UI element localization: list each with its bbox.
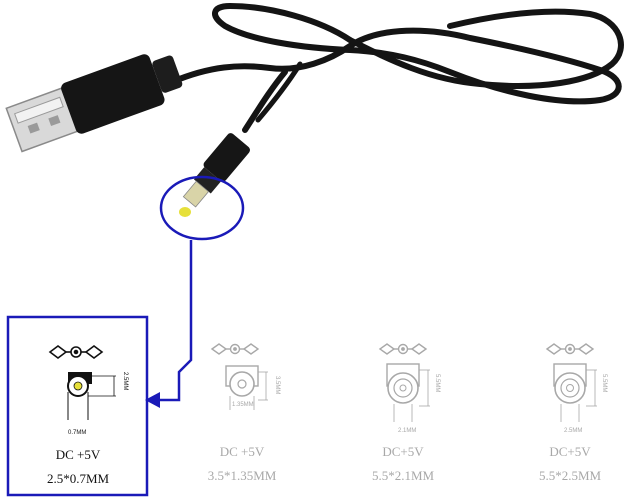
connector-diagram xyxy=(386,363,430,422)
panel-3-width-dim: 2.1MM xyxy=(398,428,417,434)
panel-2-width-dim: 1.35MM xyxy=(232,402,254,408)
panel-3-height-dim: 5.5MM xyxy=(434,374,440,393)
connector-diagram xyxy=(67,372,116,420)
panel-4-height-dim: 5.5MM xyxy=(601,374,607,393)
panel-3-dc-label: DC+5V xyxy=(382,444,424,459)
panel-1-size-label: 2.5*0.7MM xyxy=(46,471,110,486)
panel-2-height-dim: 3.5MM xyxy=(274,376,280,395)
pointer-arrow xyxy=(152,240,193,402)
panel-4-dc-label: DC+5V xyxy=(549,444,591,459)
connector-diagram xyxy=(225,365,268,410)
panel-1-width-dim: 0.7MM xyxy=(68,430,87,436)
polarity-symbol-icon xyxy=(210,343,260,355)
highlighted-panel-frame xyxy=(6,315,149,497)
polarity-symbol-icon xyxy=(378,343,428,355)
connector-highlight-ellipse xyxy=(159,175,245,241)
barrel-connector xyxy=(179,133,251,217)
arrow-head xyxy=(145,392,160,408)
panel-2-size-label: 3.5*1.35MM xyxy=(207,468,277,483)
usb-cable xyxy=(169,2,624,133)
panel-4-width-dim: 2.5MM xyxy=(564,428,583,434)
polarity-symbol-icon xyxy=(545,343,595,355)
panel-1-dc-label: DC +5V xyxy=(55,447,101,462)
panel-4-size-label: 5.5*2.5MM xyxy=(538,468,602,483)
panel-2-dc-label: DC +5V xyxy=(219,444,265,459)
panel-1-height-dim: 2.5MM xyxy=(122,372,128,391)
connector-diagram xyxy=(553,363,597,422)
usb-a-plug xyxy=(5,54,183,153)
polarity-symbol-icon xyxy=(48,345,104,359)
panel-3-size-label: 5.5*2.1MM xyxy=(371,468,435,483)
